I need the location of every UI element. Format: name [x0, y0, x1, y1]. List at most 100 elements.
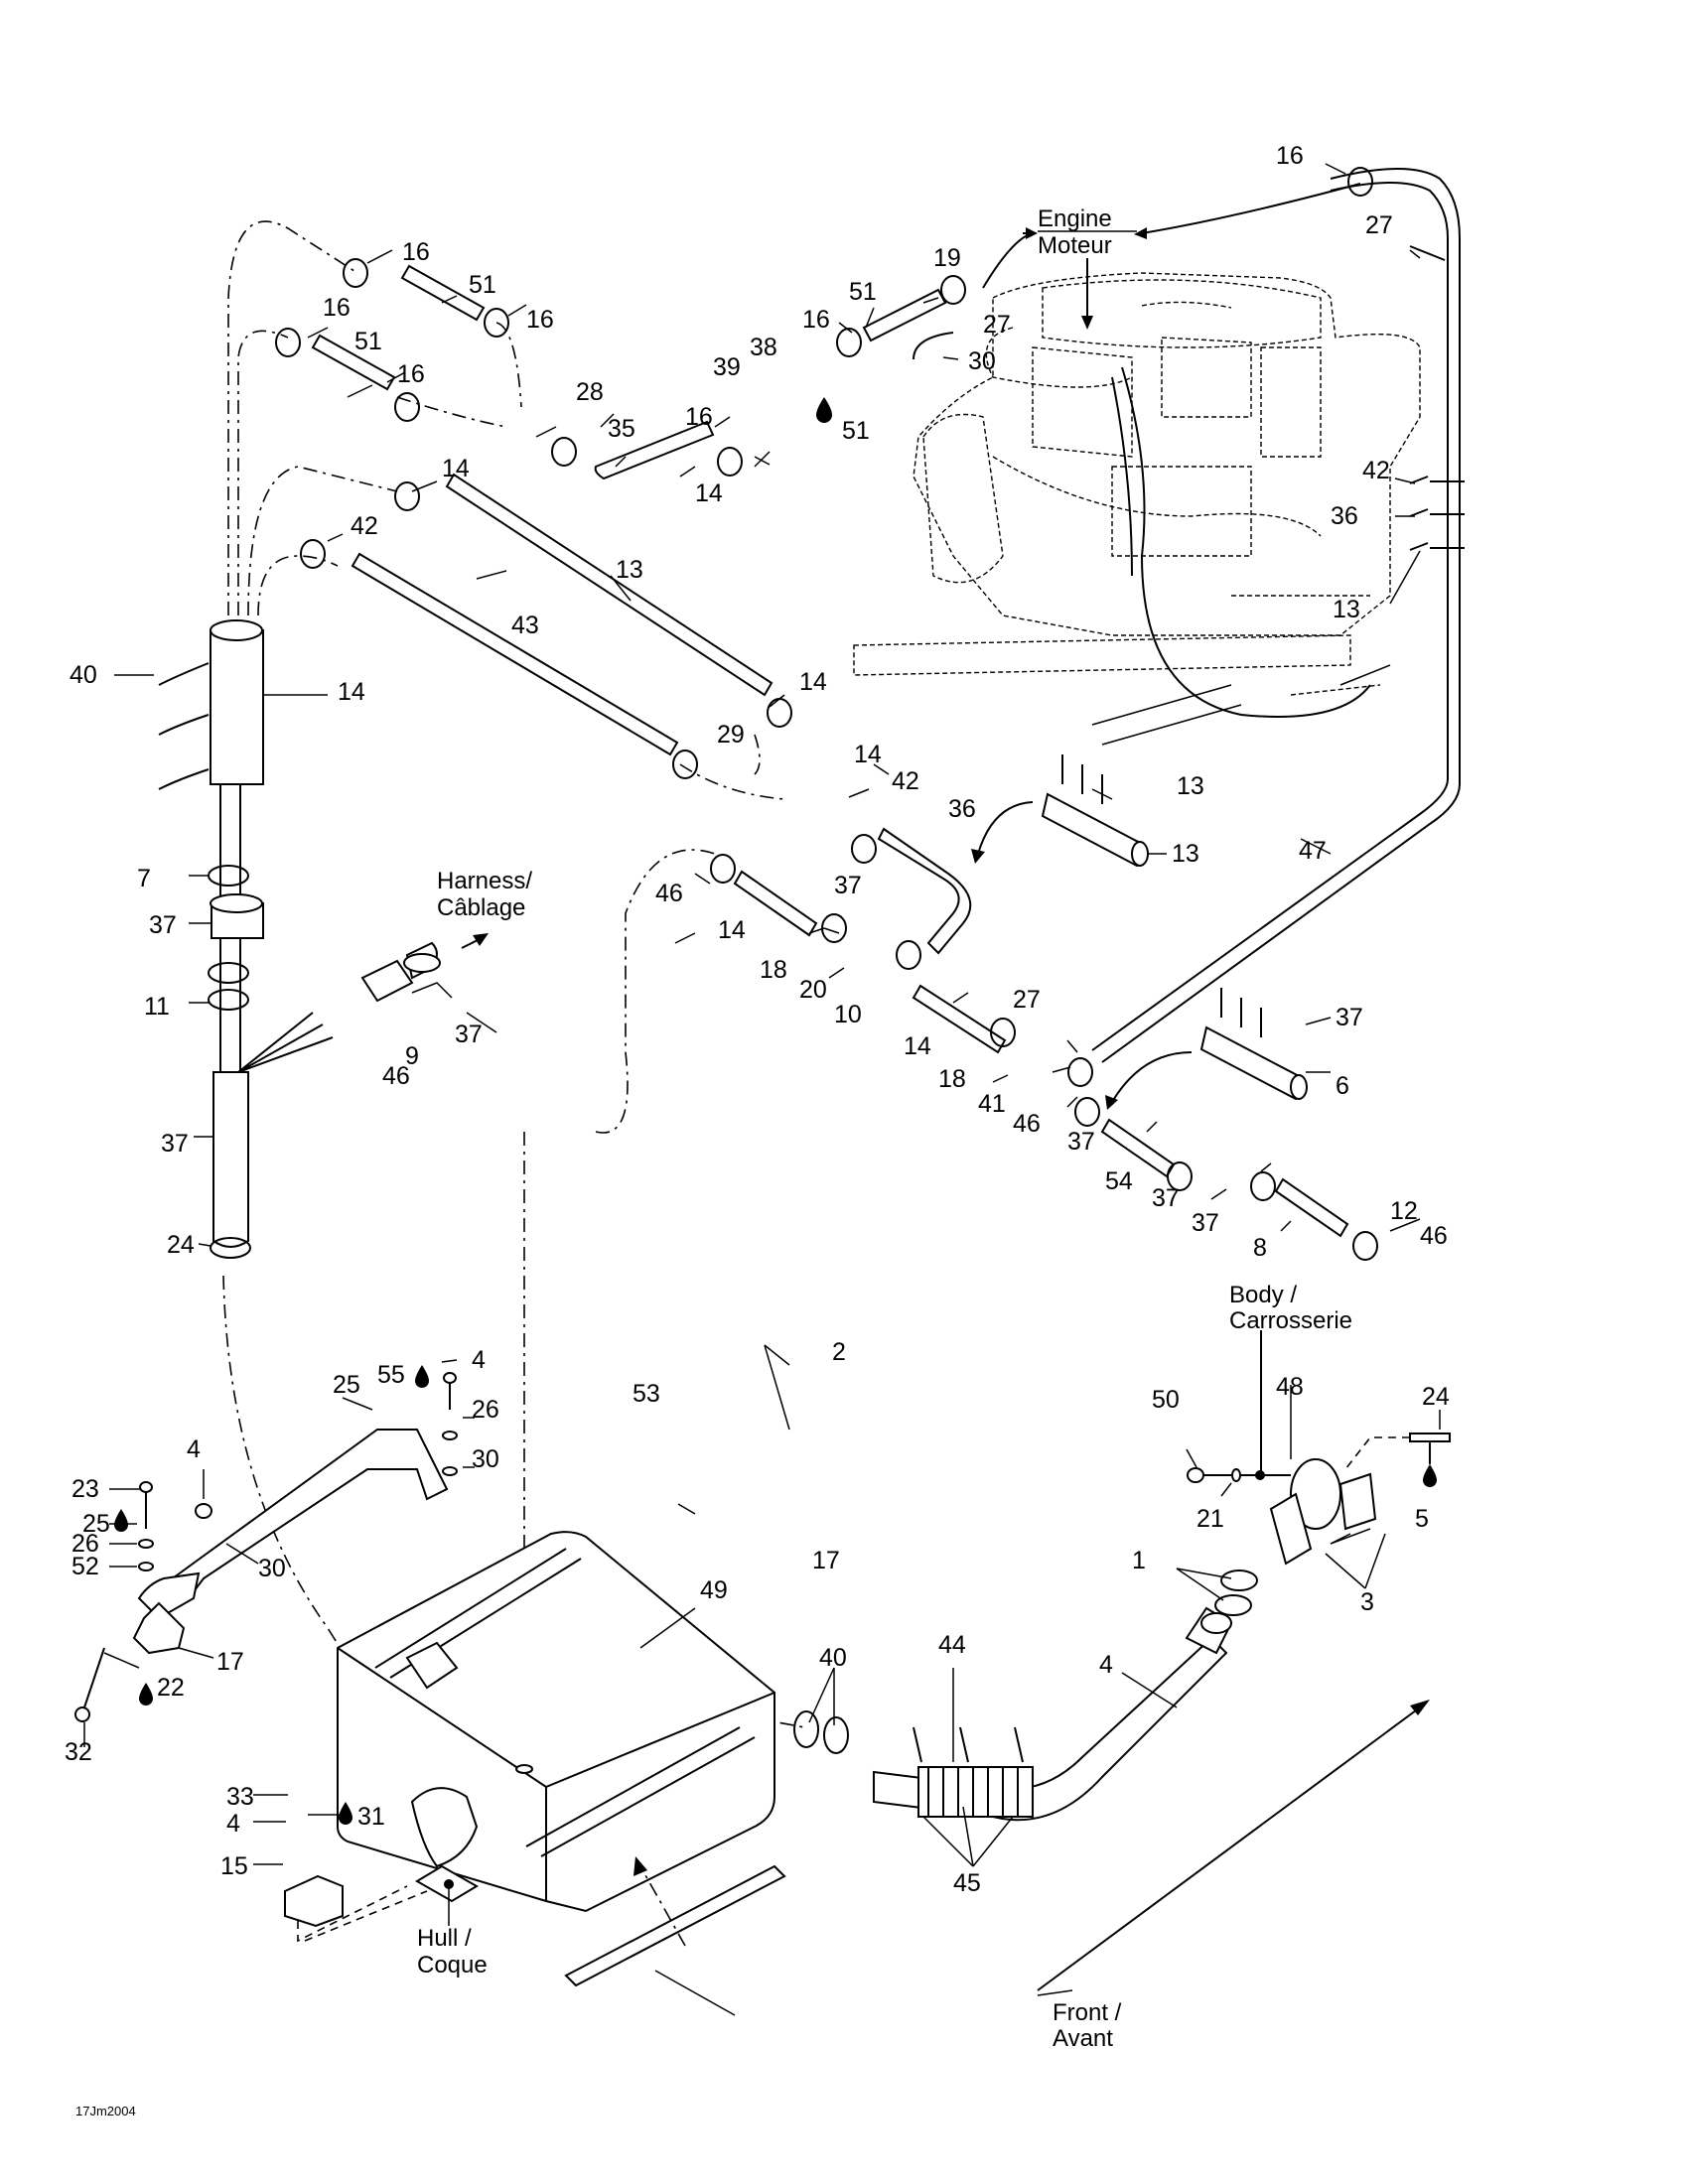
callout: 51	[354, 328, 382, 355]
hoses-and-lines	[212, 168, 1461, 1778]
callout: 16	[323, 294, 351, 322]
cablage-label: Câblage	[437, 894, 525, 921]
callout: 1	[1132, 1547, 1146, 1574]
callout: 36	[948, 795, 976, 823]
filler-assembly	[633, 1330, 1451, 1991]
callout: 29	[717, 721, 745, 749]
callout: 4	[1099, 1651, 1113, 1679]
callout: 37	[149, 911, 177, 939]
drop-icon	[1423, 1464, 1437, 1487]
callout: 24	[1422, 1383, 1450, 1411]
callout: 14	[695, 479, 723, 507]
callout: 31	[357, 1803, 385, 1831]
callout: 40	[70, 661, 97, 689]
callout: 17	[216, 1648, 244, 1676]
pump-sleeve	[158, 619, 264, 939]
fuel-tank	[284, 1531, 786, 1987]
engine-label: Engine	[1038, 205, 1112, 232]
callout: 42	[351, 512, 378, 540]
callout: 4	[187, 1435, 201, 1463]
callout: 25	[82, 1510, 110, 1538]
callout: 54	[1105, 1167, 1133, 1195]
callout: 27	[1365, 211, 1393, 239]
callout: 14	[718, 916, 746, 944]
callout: 27	[1013, 986, 1041, 1014]
callout: 13	[1177, 772, 1204, 800]
callout: 36	[1331, 502, 1358, 530]
callout: 37	[455, 1021, 483, 1048]
callout: 17	[812, 1547, 840, 1574]
callout: 32	[65, 1738, 92, 1766]
callout: 15	[220, 1852, 248, 1880]
callout: 37	[1067, 1128, 1095, 1156]
callout: 18	[760, 956, 787, 984]
callout: 14	[442, 455, 470, 482]
callout: 46	[382, 1062, 410, 1090]
callout: 24	[167, 1231, 195, 1259]
callout: 6	[1336, 1072, 1349, 1100]
callout: 2	[832, 1338, 846, 1366]
callout: 21	[1196, 1505, 1224, 1533]
callout: 46	[655, 880, 683, 907]
callout: 9	[405, 1042, 419, 1070]
callout: 25	[333, 1371, 360, 1399]
callout: 37	[1152, 1184, 1180, 1212]
callout: 27	[983, 311, 1011, 339]
callout: 4	[226, 1810, 240, 1838]
callout: 14	[338, 678, 365, 706]
callout: 26	[71, 1530, 99, 1558]
harness-connector	[237, 941, 441, 1073]
callout: 16	[402, 238, 430, 266]
callout: 20	[799, 976, 827, 1004]
coque-label: Coque	[417, 1952, 488, 1979]
callout: 13	[616, 556, 643, 584]
callout: 39	[713, 353, 741, 381]
drop-icon	[816, 397, 832, 423]
callout: 52	[71, 1553, 99, 1580]
callout: 46	[1420, 1222, 1448, 1250]
carrosserie-label: Carrosserie	[1229, 1307, 1352, 1334]
callout: 22	[157, 1674, 185, 1702]
callout: 4	[472, 1346, 486, 1374]
threadlocker-drop-icons	[114, 397, 1437, 1825]
callout: 41	[978, 1090, 1006, 1118]
callout: 37	[1192, 1209, 1219, 1237]
hull-label: Hull /	[417, 1925, 472, 1952]
callout: 8	[1253, 1234, 1267, 1262]
callout: 26	[472, 1396, 499, 1424]
callout: 46	[1013, 1110, 1041, 1138]
callout: 37	[1336, 1004, 1363, 1031]
callout: 3	[1360, 1588, 1374, 1616]
callout: 12	[1390, 1197, 1418, 1225]
callout: 16	[802, 306, 830, 334]
location-labels: Engine Moteur Harness/ Câblage Body / Ca…	[75, 205, 1352, 2118]
callout: 37	[161, 1130, 189, 1158]
callout: 13	[1172, 840, 1199, 868]
callout: 37	[834, 872, 862, 899]
drop-icon	[139, 1683, 153, 1706]
front-label: Front /	[1053, 1999, 1122, 2026]
callout: 7	[137, 865, 151, 892]
callout: 55	[377, 1361, 405, 1389]
callout: 53	[633, 1380, 660, 1408]
callout: 16	[397, 360, 425, 388]
callout: 45	[953, 1869, 981, 1897]
callout: 30	[472, 1445, 499, 1473]
callout: 16	[526, 306, 554, 334]
callout: 35	[608, 415, 635, 443]
callout: 30	[968, 347, 996, 375]
callout: 42	[1362, 457, 1390, 484]
callout: 42	[892, 767, 919, 795]
callout: 40	[819, 1644, 847, 1672]
callout: 14	[854, 741, 882, 768]
callout: 44	[938, 1631, 966, 1659]
callout: 51	[842, 417, 870, 445]
clamps	[208, 167, 1378, 1754]
callout: 14	[799, 668, 827, 696]
callout: 38	[750, 334, 777, 361]
drop-icon	[415, 1365, 429, 1388]
callout: 50	[1152, 1386, 1180, 1414]
callout-numbers: 16 27 16 19 51 16 16 51 16 27 51 30 38 3…	[65, 142, 1450, 1897]
callout: 14	[904, 1032, 931, 1060]
